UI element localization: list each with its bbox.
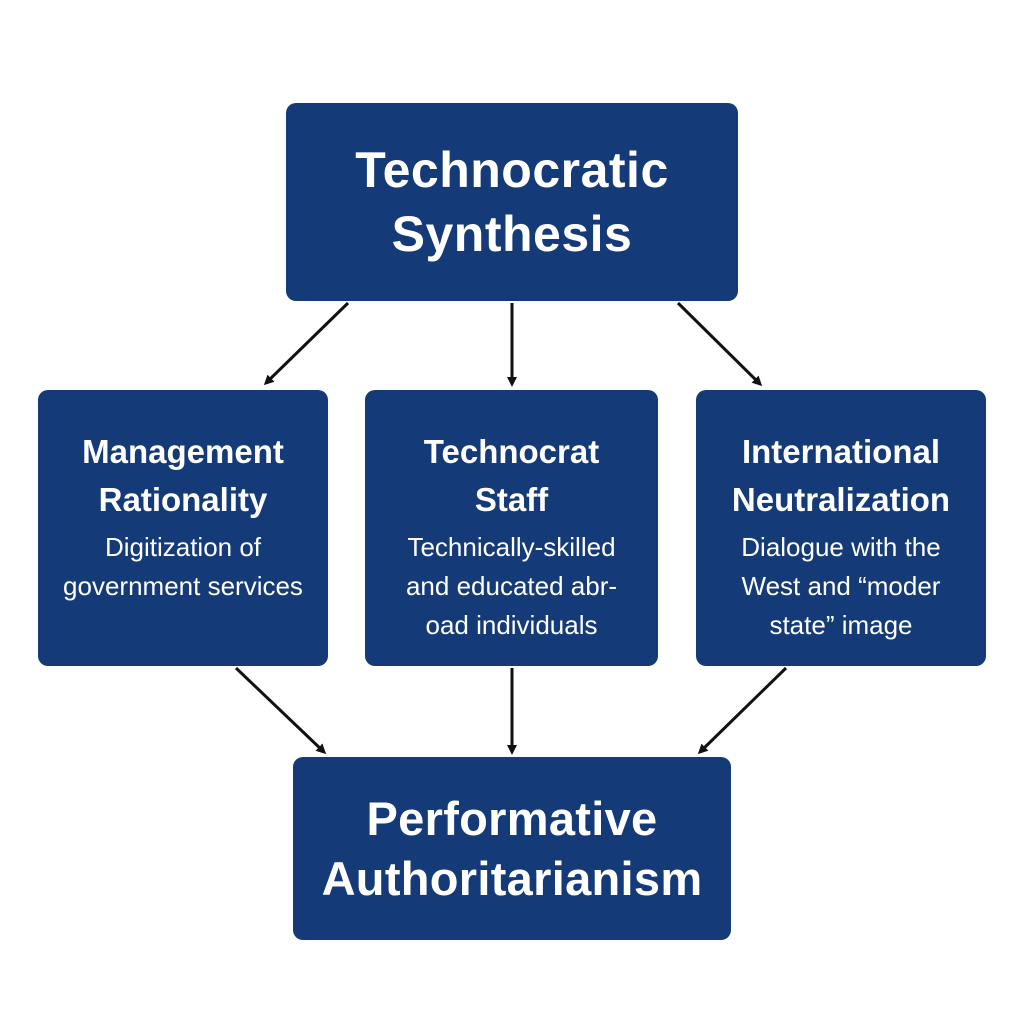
node-title-line: Authoritarianism	[321, 851, 703, 905]
node-description: Dialogue with the West and “moder state”…	[696, 528, 986, 645]
node-technocratic-synthesis: Technocratic Synthesis	[286, 103, 738, 301]
node-desc-line: Dialogue with the	[741, 532, 941, 562]
node-international-neutralization: International Neutralization Dialogue wi…	[696, 390, 986, 666]
node-description: Digitization of government services	[38, 528, 328, 606]
arrow-top-to-international	[676, 301, 763, 387]
node-title: Technocrat Staff	[365, 428, 658, 524]
node-desc-line: state” image	[769, 610, 913, 640]
node-description: Technically-skilled and educated abr- oa…	[365, 528, 658, 645]
node-title: International Neutralization	[696, 428, 986, 524]
node-desc-line: and educated abr-	[405, 571, 618, 601]
node-title-line: Staff	[474, 481, 549, 518]
node-performative-authoritarianism: Performative Authoritarianism	[293, 757, 731, 940]
node-desc-line: oad individuals	[425, 610, 598, 640]
node-title-line: Synthesis	[391, 206, 633, 262]
arrow-top-to-management	[263, 301, 350, 386]
arrow-international-to-bottom	[697, 666, 788, 755]
node-title-line: Technocratic	[355, 142, 669, 198]
node-title-line: Performative	[366, 791, 658, 845]
node-title-line: Technocrat	[423, 433, 600, 470]
node-desc-line: Digitization of	[104, 532, 262, 562]
node-title-line: Management	[82, 433, 284, 470]
node-title-line: Rationality	[98, 481, 268, 518]
node-title-line: International	[741, 433, 941, 470]
node-title: Management Rationality	[38, 428, 328, 524]
arrow-management-to-bottom	[234, 666, 327, 755]
node-technocrat-staff: Technocrat Staff Technically-skilled and…	[365, 390, 658, 666]
node-desc-line: West and “moder	[741, 571, 941, 601]
node-desc-line: government services	[63, 571, 303, 601]
node-title-line: Neutralization	[731, 481, 951, 518]
node-management-rationality: Management Rationality Digitization of g…	[38, 390, 328, 666]
node-desc-line: Technically-skilled	[407, 532, 616, 562]
